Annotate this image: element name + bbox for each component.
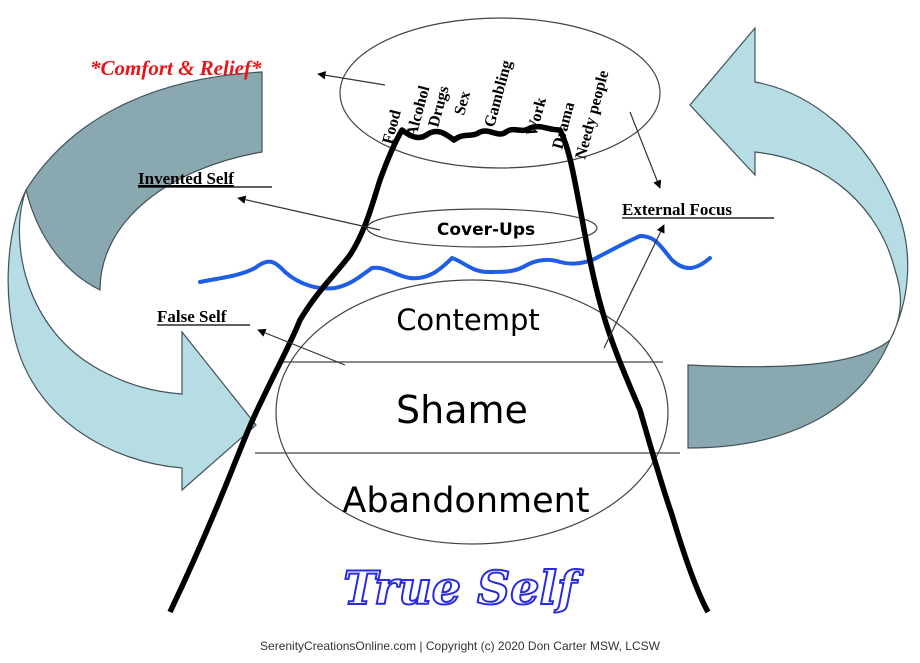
comfort-pointer bbox=[317, 71, 386, 86]
external-focus-pointer-bottom bbox=[603, 224, 665, 349]
addiction-gambling: Gambling bbox=[481, 58, 515, 129]
abandonment-label: Abandonment bbox=[342, 481, 589, 521]
invented-self-pointer bbox=[237, 195, 381, 231]
addictions-ellipse bbox=[339, 17, 661, 169]
right-cycle-arrow bbox=[687, 26, 909, 449]
addiction-work: Work bbox=[523, 96, 550, 138]
right-arrow-body bbox=[689, 26, 909, 341]
invented-self-label: Invented Self bbox=[138, 169, 234, 188]
comfort-relief-label: *Comfort & Relief* bbox=[90, 56, 262, 80]
core-ellipse bbox=[275, 279, 669, 545]
addiction-sex: Sex bbox=[451, 89, 474, 117]
water-line bbox=[198, 233, 712, 291]
right-arrow-inner-band bbox=[687, 339, 891, 449]
false-self-pointer bbox=[257, 328, 346, 366]
cover-ups-label: Cover-Ups bbox=[437, 220, 535, 240]
left-arrow-inner-band bbox=[25, 71, 263, 291]
addiction-food: Food bbox=[379, 108, 404, 146]
left-cycle-arrow bbox=[7, 71, 263, 492]
true-self-label: True Self bbox=[343, 561, 584, 615]
iceberg-outline bbox=[167, 123, 711, 614]
cover-ups-ellipse bbox=[366, 208, 598, 248]
false-self-label: False Self bbox=[157, 307, 227, 326]
addiction-needy-people: Needy people bbox=[572, 69, 612, 161]
addiction-drama: Drama bbox=[549, 100, 578, 151]
external-focus-label: External Focus bbox=[622, 200, 732, 219]
left-arrow-body bbox=[7, 189, 257, 492]
footer-copyright: SerenityCreationsOnline.com | Copyright … bbox=[260, 639, 661, 653]
shame-label: Shame bbox=[396, 388, 528, 432]
contempt-label: Contempt bbox=[396, 303, 540, 337]
external-focus-pointer-top bbox=[629, 111, 662, 189]
